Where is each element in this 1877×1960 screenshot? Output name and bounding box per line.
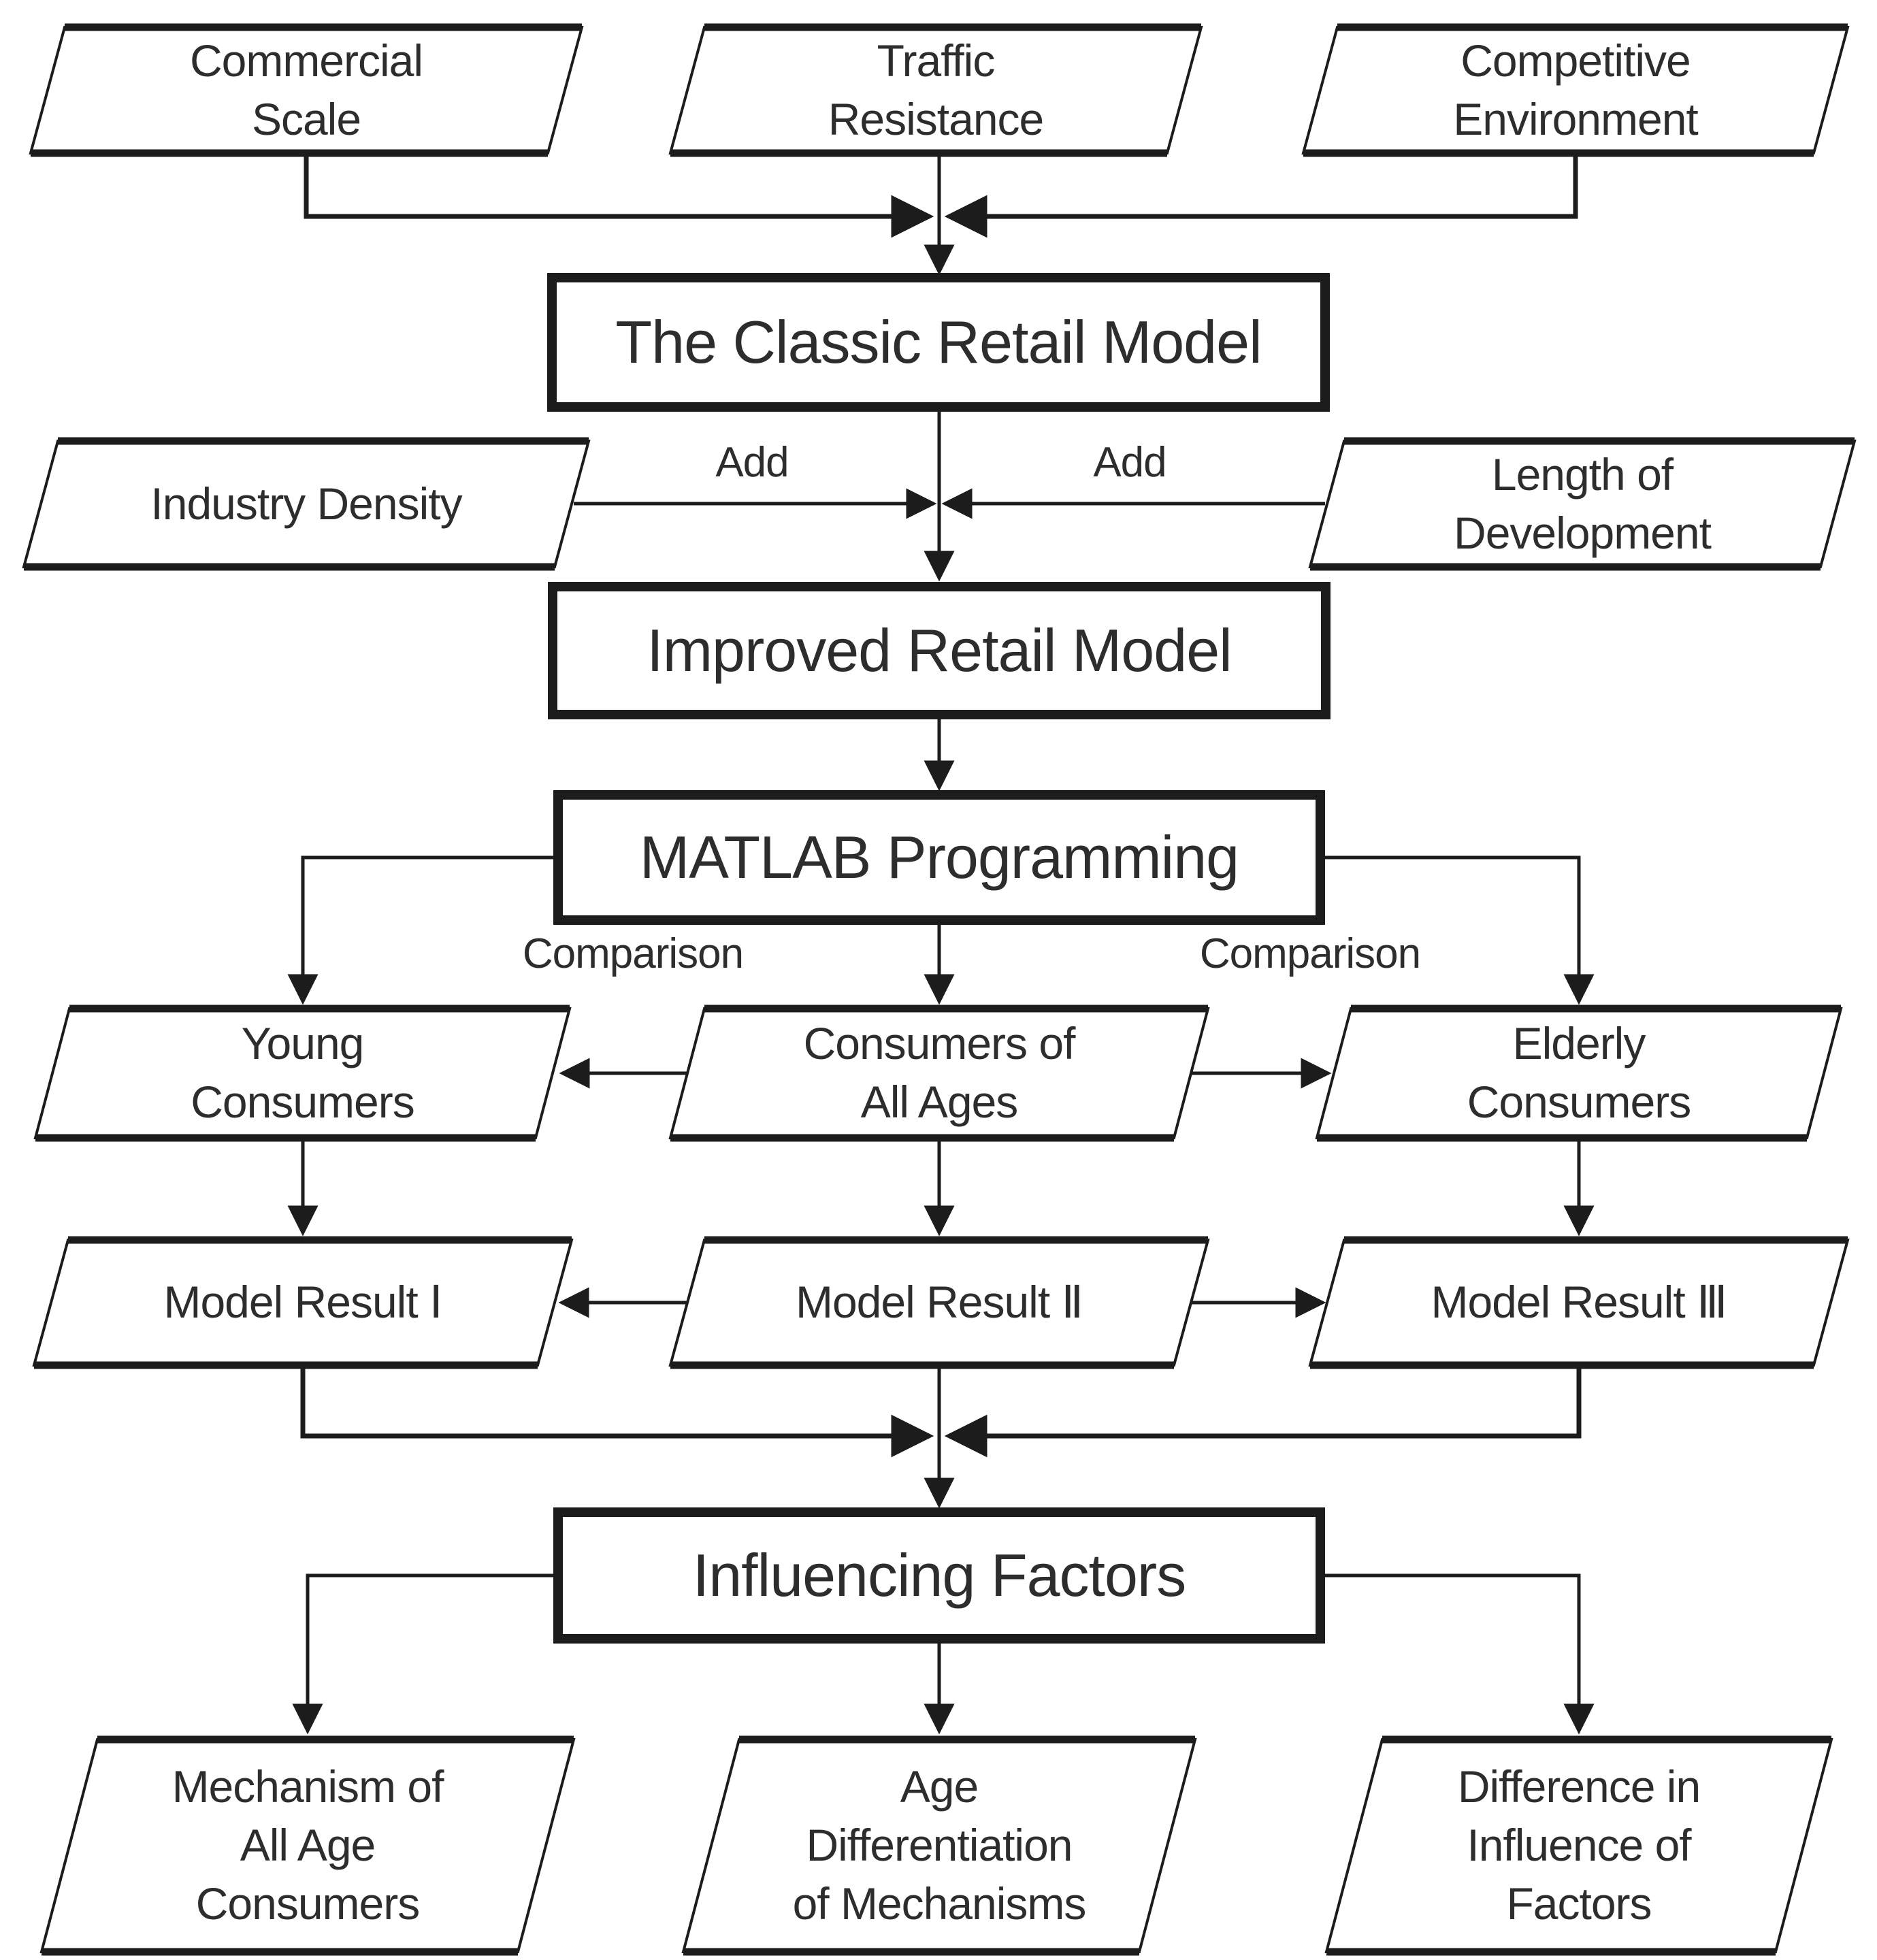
node-label-elderly-consumers: Elderly Consumers [1467,1018,1691,1127]
node-label-improved-retail-model: Improved Retail Model [647,616,1232,684]
model-result-3-shape [1308,1236,1850,1369]
node-label-age-differentiation-of-mechanisms: Age Differentiation of Mechanisms [792,1761,1087,1929]
node-label-model-result-1: Model Result Ⅰ [163,1277,443,1328]
elderly-consumers-shape [1315,1004,1843,1142]
edge-commercial-scale-to-merge [304,153,934,238]
node-label-difference-in-influence-of-factors: Difference in Influence of Factors [1457,1761,1701,1929]
difference-in-influence-of-factors-shape [1324,1735,1833,1956]
age-differentiation-of-mechanisms-shape [681,1735,1197,1956]
edge-matlab-to-young [287,855,558,1005]
commercial-scale-shape [29,23,584,157]
node-label-traffic-resistance: Traffic Resistance [828,35,1045,144]
consumers-of-all-ages-shape [668,1004,1210,1142]
edge-label-add-left: Add [715,438,789,486]
node-label-consumers-of-all-ages: Consumers of All Ages [803,1018,1076,1127]
node-label-model-result-3: Model Result Ⅲ [1431,1277,1727,1328]
edge-label-comparison-left: Comparison [522,930,744,977]
young-consumers-shape [33,1004,572,1142]
edge-competitive-environment-to-merge [944,153,1578,238]
model-result-1-shape [32,1236,574,1369]
edge-influencing-to-mechanism [292,1573,558,1735]
classic-retail-model-shape [547,273,1330,412]
node-label-model-result-2: Model Result Ⅱ [796,1277,1083,1328]
edge-influencing-to-difference [1320,1573,1595,1735]
improved-retail-model-shape [548,582,1331,719]
node-label-classic-retail-model: The Classic Retail Model [615,308,1262,376]
node-label-competitive-environment: Competitive Environment [1453,35,1699,144]
edges [287,153,1595,1735]
node-label-matlab-programming: MATLAB Programming [639,823,1239,891]
competitive-environment-shape [1301,23,1850,157]
node-label-length-of-development: Length of Development [1454,448,1712,558]
edge-result1-to-merge [300,1365,934,1458]
edge-matlab-to-elderly [1320,855,1595,1005]
edge-label-comparison-right: Comparison [1199,930,1421,977]
matlab-programming-shape [553,790,1325,925]
edge-label-add-right: Add [1093,438,1166,486]
node-label-influencing-factors: Influencing Factors [692,1541,1187,1609]
mechanism-of-all-age-consumers-shape [39,1735,576,1956]
edge-result3-to-merge [944,1365,1582,1458]
industry-density-shape [22,437,591,571]
model-result-2-shape [668,1236,1210,1369]
node-label-mechanism-of-all-age-consumers: Mechanism of All Age Consumers [172,1761,444,1929]
node-label-young-consumers: Young Consumers [191,1018,414,1127]
traffic-resistance-shape [668,23,1203,157]
length-of-development-shape [1308,437,1857,571]
node-label-industry-density: Industry Density [150,478,462,529]
node-label-commercial-scale: Commercial Scale [189,35,423,144]
influencing-factors-shape [553,1507,1325,1644]
